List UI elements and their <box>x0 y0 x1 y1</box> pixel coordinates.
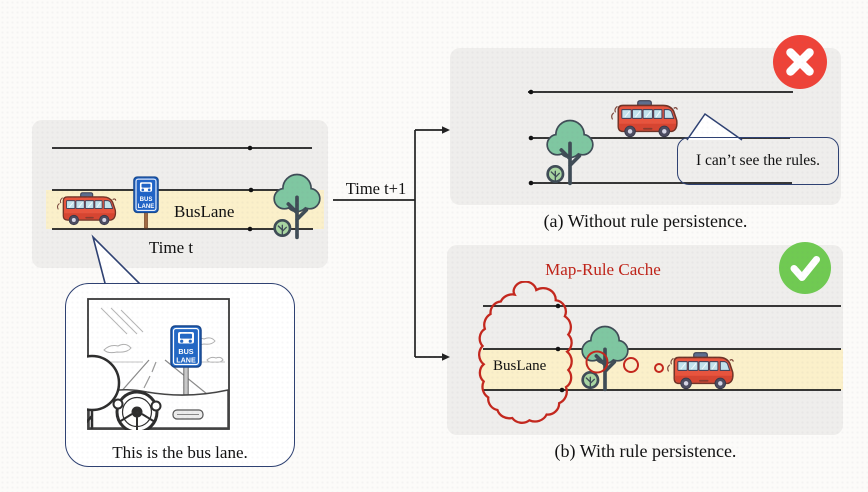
map-rule-cache-title: Map-Rule Cache <box>545 260 661 279</box>
time-t1-label: Time t+1 <box>345 179 407 198</box>
panel-a-road-scene <box>528 89 793 186</box>
success-check-icon <box>778 241 832 295</box>
driver-view-sketch: BUS LANE <box>87 298 230 430</box>
cached-bus-lane-label: BusLane <box>493 358 547 374</box>
thought-bubble-trail <box>585 350 664 374</box>
panel-b-road-scene <box>478 281 843 424</box>
sketch-sign-text-bus: BUS <box>178 347 193 356</box>
driver-callout-bubble: BUS LANE This is the bus lane. <box>65 283 295 467</box>
bus-icon <box>610 100 679 138</box>
speech-bubble-tail <box>686 112 743 141</box>
bus-icon <box>56 192 117 226</box>
caption-b: (b) With rule persistence. <box>554 441 737 461</box>
bubble-a-text: I can’t see the rules. <box>695 152 821 169</box>
time-t-label: Time t <box>148 238 194 257</box>
time-t-road-scene <box>46 145 324 240</box>
without-persistence-panel: I can’t see the rules. <box>450 48 841 205</box>
bus-icon <box>666 352 735 390</box>
tree-icon <box>545 119 594 186</box>
error-x-icon <box>772 34 828 90</box>
cant-see-rules-bubble: I can’t see the rules. <box>677 137 839 185</box>
driver-head-icon <box>87 354 121 429</box>
callout-caption: This is the bus lane. <box>112 443 248 462</box>
bus-lane-label: BusLane <box>174 202 235 221</box>
sketch-sign-text-lane: LANE <box>176 356 196 365</box>
arrowhead-to-a <box>442 126 450 134</box>
sketch-bus-lane-sign-icon: BUS LANE <box>170 325 202 368</box>
time-t-panel: BusLane Time t <box>32 120 328 268</box>
steering-wheel-icon <box>115 390 159 430</box>
with-persistence-panel: Map-Rule Cache BusLane <box>447 245 843 435</box>
caption-a: (a) Without rule persistence. <box>543 211 748 231</box>
